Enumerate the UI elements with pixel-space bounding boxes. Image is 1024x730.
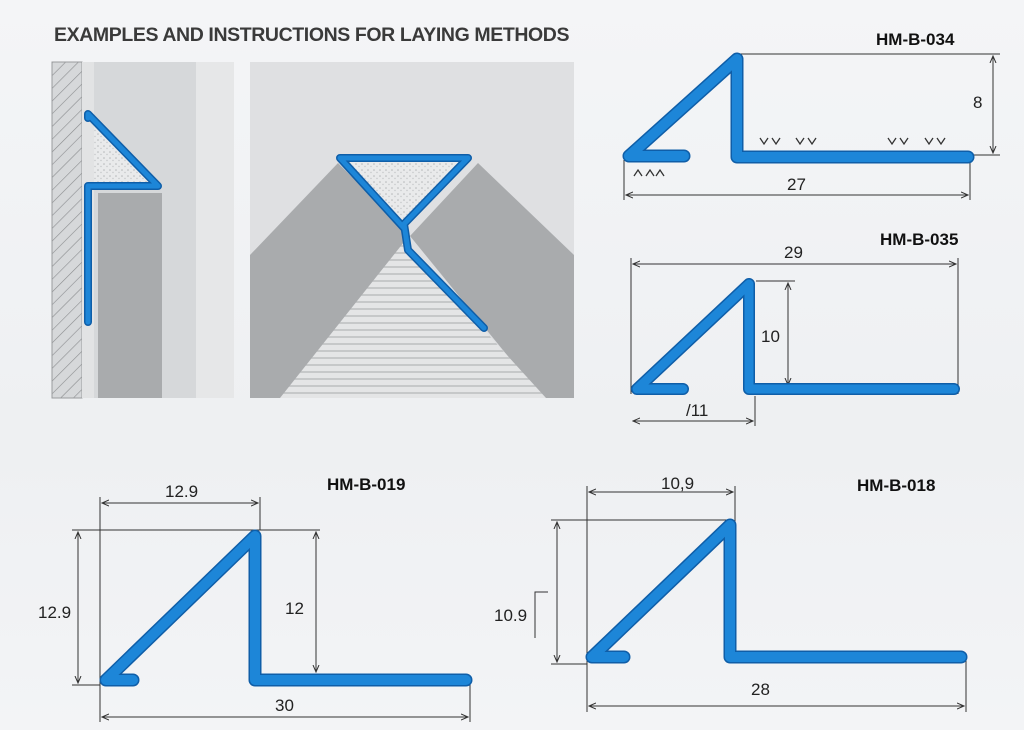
dimension-width: 29 <box>784 243 803 262</box>
dimension-top: 12.9 <box>165 482 198 501</box>
profile-drawing-hm-b-019: 12.9 12.9 12 30 <box>38 482 473 722</box>
tile-right <box>410 163 574 398</box>
dimension-length: 27 <box>787 175 806 194</box>
profile-shape <box>624 54 973 162</box>
dimension-left: 12.9 <box>38 603 71 622</box>
profile-shape <box>101 531 471 685</box>
corner-trim-profile <box>337 155 487 331</box>
profile-code-hm-b-019: HM-B-019 <box>327 475 406 494</box>
dimension-height: 10 <box>761 327 780 346</box>
profile-drawing-hm-b-035: 29 10 /11 <box>630 243 960 426</box>
dimension-length: 28 <box>751 680 770 699</box>
dimension-height: 8 <box>973 93 982 112</box>
tile-left <box>250 163 410 398</box>
profile-code-hm-b-034: HM-B-034 <box>876 30 955 49</box>
dimension-left: 10.9 <box>494 606 527 625</box>
page-title: EXAMPLES AND INSTRUCTIONS FOR LAYING MET… <box>54 24 570 46</box>
installation-illustration-wall <box>51 61 234 399</box>
profile-code-hm-b-018: HM-B-018 <box>857 476 936 495</box>
dimension-height: 12 <box>285 599 304 618</box>
installation-illustration-corner <box>250 62 574 398</box>
profile-shape <box>632 279 959 394</box>
dimension-top: 10,9 <box>661 474 694 493</box>
anchor-teeth <box>633 137 946 177</box>
trim-profile <box>85 111 161 325</box>
dimension-length: 30 <box>275 696 294 715</box>
dimension-base: /11 <box>686 401 708 420</box>
profile-shape <box>587 520 966 662</box>
profile-code-hm-b-035: HM-B-035 <box>880 230 959 249</box>
profile-drawing-hm-b-018: 10,9 10.9 28 <box>494 474 968 712</box>
tile-block <box>98 193 162 398</box>
profile-drawing-hm-b-034: 8 27 <box>622 52 1000 200</box>
wall-corner <box>280 242 546 398</box>
